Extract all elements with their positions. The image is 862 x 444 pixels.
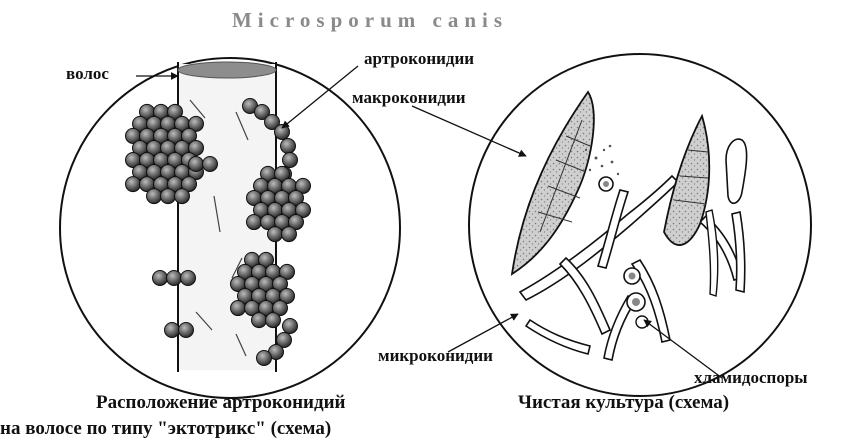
arthroconidium-spore bbox=[282, 227, 297, 242]
arthroconidium-spore bbox=[161, 189, 176, 204]
arthroconidium-spore bbox=[283, 153, 298, 168]
arthroconidium-spore bbox=[275, 125, 290, 140]
arthroconidium-spore bbox=[231, 301, 246, 316]
arthroconidium-spore bbox=[247, 215, 262, 230]
arthroconidium-spore bbox=[189, 157, 204, 172]
arthroconidium-spore bbox=[165, 323, 180, 338]
culture-field-circle bbox=[469, 54, 811, 396]
arthroconidium-spore bbox=[126, 177, 141, 192]
label-arthroconidia: артроконидии bbox=[364, 49, 474, 69]
caption-right: Чистая культура (схема) bbox=[518, 392, 729, 414]
arthroconidium-spore bbox=[283, 319, 298, 334]
label-microconidia: микроконидии bbox=[378, 346, 493, 366]
label-macroconidia: макроконидии bbox=[352, 88, 466, 108]
arthroconidium-spore bbox=[203, 157, 218, 172]
arthroconidium-spore bbox=[257, 351, 272, 366]
arthroconidium-spore bbox=[167, 271, 182, 286]
label-chlamydospores: хламидоспоры bbox=[694, 368, 808, 388]
arthroconidium-spore bbox=[147, 189, 162, 204]
arthroconidium-spore bbox=[281, 139, 296, 154]
caption-left-line2: на волосе по типу "эктотрикс" (схема) bbox=[0, 418, 331, 440]
arthroconidium-spore bbox=[179, 323, 194, 338]
caption-left-line1: Расположение артроконидий bbox=[96, 392, 346, 414]
arthroconidium-spore bbox=[175, 189, 190, 204]
diagram-title: Microsporum canis bbox=[0, 8, 740, 33]
label-hair: волос bbox=[66, 64, 109, 84]
arthroconidium-spore bbox=[181, 271, 196, 286]
arthroconidium-spore bbox=[252, 313, 267, 328]
arthroconidium-spore bbox=[153, 271, 168, 286]
arthroconidium-spore bbox=[268, 227, 283, 242]
arthroconidium-spore bbox=[266, 313, 281, 328]
